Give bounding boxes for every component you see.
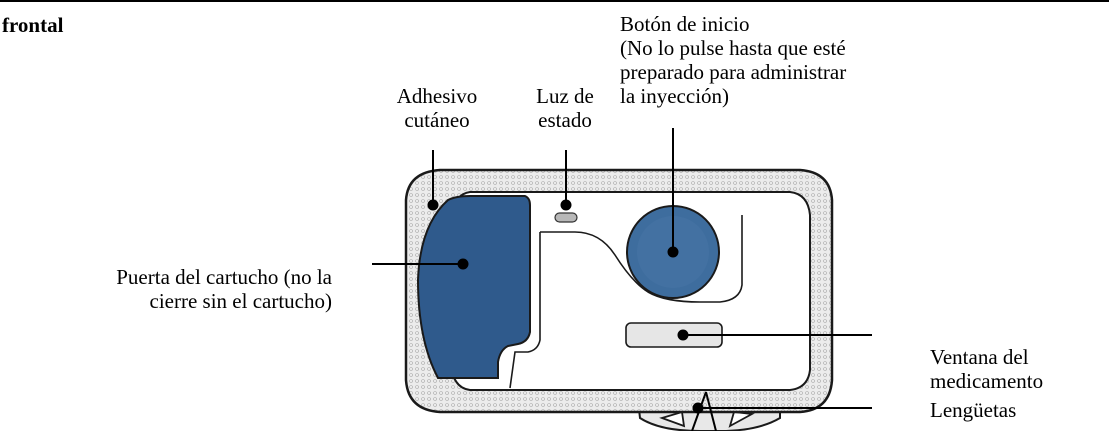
cartridge-door-label-line: cierre sin el cartucho)	[149, 289, 332, 313]
start-button-label-line: preparado para administrar	[620, 60, 847, 84]
section-heading: frontal	[2, 13, 64, 37]
start-button-label-line: (No lo pulse hasta que esté	[620, 36, 846, 60]
cartridge-door-label: Puerta del cartucho (no la cierre sin el…	[20, 265, 332, 313]
medicine-window-label-line: Ventana del	[930, 345, 1029, 369]
start-button-label: Botón de inicio (No lo pulse hasta que e…	[620, 12, 846, 108]
tabs-label-line: Lengüetas	[930, 398, 1017, 422]
medicine-window-label: Ventana del medicamento	[930, 345, 1043, 393]
callout-lines	[372, 128, 872, 431]
status-light-label: Luz de estado	[520, 84, 610, 132]
start-button-label-line: Botón de inicio	[620, 12, 750, 36]
body-recess	[540, 215, 743, 303]
cartridge-door[interactable]	[416, 195, 531, 379]
status-light-label-line: estado	[538, 108, 592, 132]
start-button-label-line: la inyección)	[620, 84, 730, 108]
status-light	[554, 212, 578, 223]
skin-adhesive-label: Adhesivo cutáneo	[380, 84, 494, 132]
medicine-window-label-line: medicamento	[930, 369, 1044, 393]
cartridge-door-label-line: Puerta del cartucho (no la	[116, 265, 332, 289]
status-light-label-line: Luz de	[536, 84, 594, 108]
skin-adhesive-label-line: cutáneo	[404, 108, 470, 132]
tabs-label: Lengüetas	[930, 398, 1016, 422]
skin-adhesive-label-line: Adhesivo	[396, 84, 478, 108]
tab-arrow-left-icon	[659, 410, 686, 428]
top-rule	[0, 0, 1109, 2]
cartridge-door-seam	[509, 232, 541, 389]
